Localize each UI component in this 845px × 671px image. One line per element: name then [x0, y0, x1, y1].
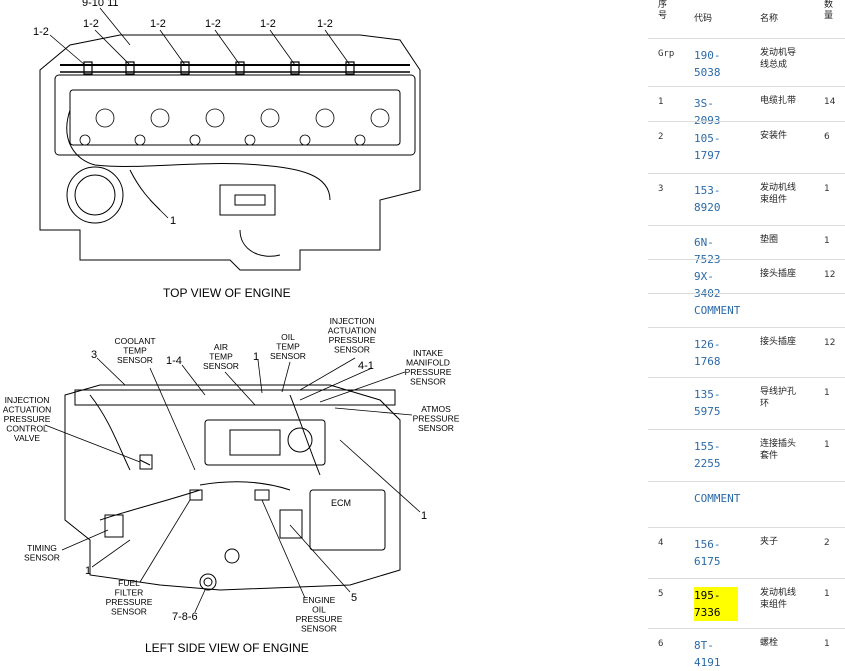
label-7-8-6: 7-8-6	[172, 611, 198, 623]
part-name: 接头插座	[760, 337, 797, 347]
top-view-caption: TOP VIEW OF ENGINE	[163, 286, 291, 300]
part-name: 夹子	[760, 537, 779, 547]
label-1-right: 1	[421, 510, 427, 522]
row-seq: 1	[658, 97, 664, 107]
table-row: COMMENT	[648, 481, 845, 528]
part-qty: 14	[824, 97, 836, 107]
part-qty: 2	[824, 538, 830, 548]
part-code-link[interactable]: 3S-2093	[694, 97, 721, 127]
row-seq: 2	[658, 132, 664, 142]
part-name: 电缆扎带	[760, 96, 797, 106]
part-code-link[interactable]: 8T-4191	[694, 639, 721, 669]
label-1-left: 1	[85, 565, 91, 577]
label-1-2-a: 1-2	[33, 26, 49, 38]
header-name: 名称	[760, 14, 779, 24]
label-1-upper: 1	[253, 351, 259, 363]
part-name: 螺栓	[760, 638, 779, 648]
label-4-1: 4-1	[358, 360, 374, 372]
table-row: 1 3S-2093 电缆扎带 14	[648, 86, 845, 127]
label-9-10-11: 9-10 11	[82, 0, 119, 9]
part-qty: 12	[824, 270, 836, 280]
header-code: 代码	[694, 14, 713, 24]
part-name: 发动机线束组件	[760, 588, 797, 610]
row-seq: 4	[658, 538, 664, 548]
part-code-link[interactable]: 135-5975	[694, 388, 721, 418]
part-name: 安装件	[760, 131, 788, 141]
part-qty: 1	[824, 388, 830, 398]
header-seq: 序号	[658, 0, 668, 21]
label-5: 5	[351, 592, 357, 604]
part-code-link[interactable]: 126-1768	[694, 338, 721, 368]
row-seq: Grp	[658, 49, 675, 59]
part-name: 导线护孔环	[760, 387, 797, 409]
row-seq: 3	[658, 184, 664, 194]
label-1-2-e: 1-2	[260, 18, 276, 30]
table-row: 5 195-7336 发动机线束组件 1	[648, 578, 845, 629]
part-name: 发动机导线总成	[760, 48, 797, 70]
table-row: COMMENT	[648, 293, 845, 328]
row-seq: 5	[658, 589, 664, 599]
label-1-top: 1	[170, 215, 176, 227]
label-3: 3	[91, 349, 97, 361]
label-1-4: 1-4	[166, 355, 182, 367]
table-row: 2 105-1797 安装件 6	[648, 121, 845, 174]
top-view-engine-drawing	[39, 34, 421, 271]
part-qty: 1	[824, 589, 830, 599]
parts-table-header: 序号 代码 名称 数量	[648, 0, 845, 38]
part-qty: 12	[824, 338, 836, 348]
table-row: 126-1768 接头插座 12	[648, 327, 845, 378]
ecm-label: ECM	[331, 498, 351, 508]
row-seq: 6	[658, 639, 664, 649]
part-code-link[interactable]: 153-8920	[694, 184, 721, 214]
engine-wiring-diagram: 9-10 11 1-2 1-2 1-2 1-2 1-2 1-2 1 TOP VI…	[3, 0, 460, 654]
part-name: 接头插座	[760, 269, 797, 279]
table-row: Grp 190-5038 发动机导线总成	[648, 38, 845, 87]
label-1-2-b: 1-2	[83, 18, 99, 30]
table-row: 135-5975 导线护孔环 1	[648, 377, 845, 430]
part-name: 连接插头套件	[760, 439, 797, 461]
comment-link[interactable]: COMMENT	[694, 492, 741, 505]
part-qty: 1	[824, 184, 830, 194]
side-view-engine-drawing	[64, 384, 401, 591]
label-1-2-f: 1-2	[317, 18, 333, 30]
part-code-link[interactable]: 105-1797	[694, 132, 721, 162]
part-qty: 1	[824, 639, 830, 649]
table-row: 155-2255 连接插头套件 1	[648, 429, 845, 482]
part-name: 垫圈	[760, 235, 779, 245]
label-1-2-d: 1-2	[205, 18, 221, 30]
side-view-caption: LEFT SIDE VIEW OF ENGINE	[145, 641, 309, 654]
table-row: 9X-3402 接头插座 12	[648, 259, 845, 300]
parts-table: 序号 代码 名称 数量 Grp 190-5038 发动机导线总成 1 3S-2093 电缆…	[648, 0, 845, 669]
part-name: 发动机线束组件	[760, 183, 797, 205]
comment-link[interactable]: COMMENT	[694, 304, 741, 317]
part-qty: 6	[824, 132, 830, 142]
part-code-link[interactable]: 9X-3402	[694, 270, 721, 300]
part-code-link[interactable]: 190-5038	[694, 49, 721, 79]
part-code-link[interactable]: 155-2255	[694, 440, 721, 470]
table-row: 3 153-8920 发动机线束组件 1	[648, 173, 845, 226]
part-qty: 1	[824, 236, 830, 246]
label-1-2-c: 1-2	[150, 18, 166, 30]
part-code-link[interactable]: 156-6175	[694, 538, 721, 568]
table-row: 6 8T-4191 螺栓 1	[648, 628, 845, 669]
table-row: 4 156-6175 夹子 2	[648, 527, 845, 579]
part-qty: 1	[824, 440, 830, 450]
header-qty: 数量	[824, 0, 834, 21]
part-code-link[interactable]: 195-7336	[694, 587, 738, 621]
